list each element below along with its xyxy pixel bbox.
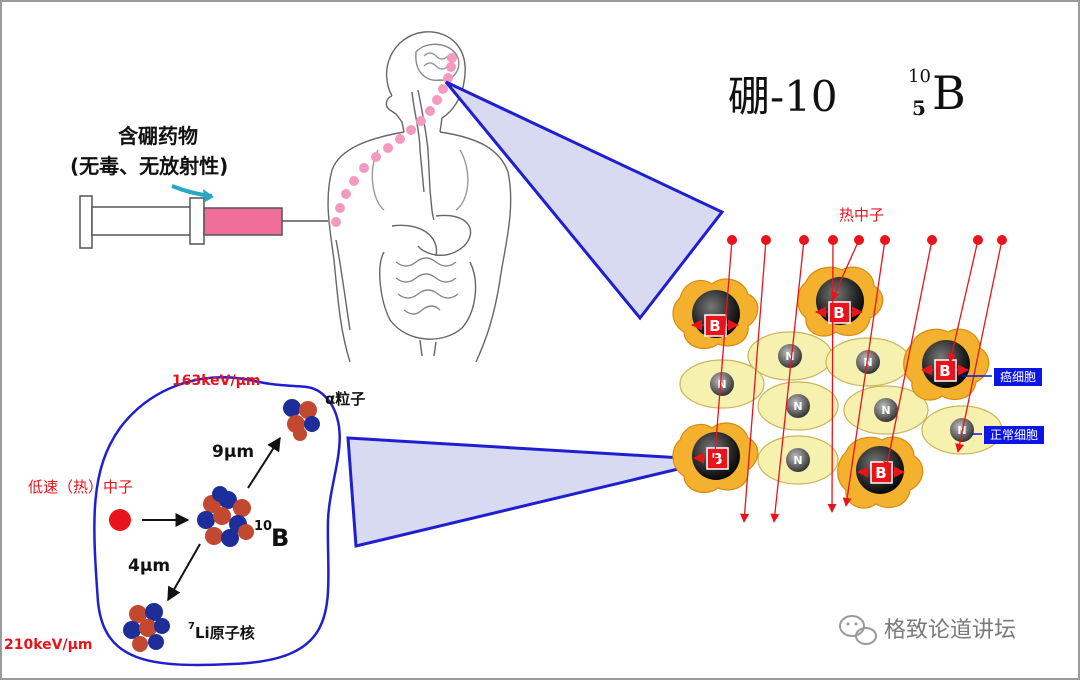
zoom-beam-head — [444, 80, 725, 321]
slow-neutron-label: 低速（热）中子 — [28, 478, 134, 496]
nucleus-icon — [123, 399, 320, 652]
cell-tissue: N N N N N N N B B B B B — [672, 266, 1003, 509]
drug-label-line2: (无毒、无放射性) — [70, 154, 229, 178]
n-marker: N — [863, 356, 872, 369]
b-marker: B — [833, 304, 844, 322]
range-li-label: 4μm — [128, 556, 171, 576]
let-li-label: 210keV/μm — [4, 637, 93, 653]
zoom-beam-cell — [346, 436, 717, 548]
b-marker: B — [939, 362, 950, 380]
neutron-beams — [710, 235, 1007, 523]
b10-nucleus — [197, 486, 254, 547]
b-marker: B — [875, 464, 886, 482]
isotope-symbol: B — [932, 66, 966, 120]
b-marker: B — [711, 450, 722, 468]
n-marker: N — [793, 400, 802, 413]
li-nucleus-label: Li原子核 — [195, 624, 255, 642]
b10-mass-number: 10 — [254, 519, 273, 534]
human-body-icon — [327, 31, 512, 363]
drug-label-line1: 含硼药物 — [118, 124, 198, 148]
drug-path — [331, 53, 457, 227]
li-nucleus — [123, 603, 170, 652]
b10-symbol: B — [271, 524, 290, 552]
range-alpha-label: 9μm — [212, 442, 255, 462]
syringe-icon — [79, 184, 328, 249]
li-mass-number: 7 — [188, 621, 195, 632]
reaction-arrows — [142, 436, 281, 602]
thermal-neutron-label: 热中子 — [839, 206, 885, 224]
n-marker: N — [717, 378, 726, 391]
alpha-nucleus — [283, 399, 320, 441]
wechat-icon — [839, 615, 877, 645]
n-marker: N — [881, 404, 890, 417]
n-marker: N — [785, 350, 794, 363]
cancer-cell-tag: 癌细胞 — [994, 368, 1043, 386]
isotope-mass-number: 10 — [908, 66, 931, 87]
normal-cell-tag: 正常细胞 — [984, 426, 1045, 444]
alpha-particle-label: α粒子 — [325, 390, 366, 408]
isotope-atomic-number: 5 — [912, 96, 926, 120]
let-alpha-label: 163keV/μm — [172, 373, 261, 389]
reaction-track — [93, 376, 341, 667]
n-marker: N — [793, 454, 802, 467]
boron-title: 硼-10 — [728, 72, 838, 121]
b-marker: B — [709, 317, 720, 335]
slow-neutron-dot — [109, 509, 131, 531]
watermark-text: 格致论道讲坛 — [884, 618, 1017, 643]
